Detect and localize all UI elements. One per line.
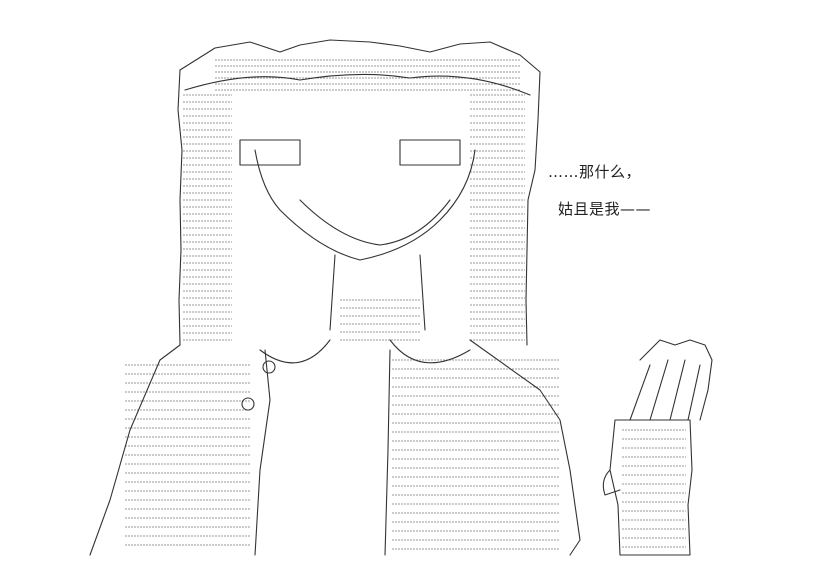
- jaw-line: [299, 199, 451, 246]
- dialogue-line-1: ……那什么，: [548, 163, 642, 181]
- left-body: [254, 349, 271, 556]
- right-body: [384, 349, 391, 556]
- face-outline: [254, 149, 476, 261]
- collar: [259, 339, 471, 364]
- right-eye-outline: [399, 139, 461, 166]
- hair-crown-outline: [179, 39, 541, 73]
- button-2: [241, 397, 255, 411]
- raised-hand-fingers: [639, 339, 713, 421]
- right-hair-edge: [525, 71, 541, 346]
- left-eye-outline: [239, 139, 301, 166]
- left-hair-edge: [177, 69, 183, 346]
- neck-outline: [329, 254, 426, 331]
- hair-fringe-outline: [184, 73, 531, 96]
- hand-thumb: [602, 469, 621, 496]
- hand-fingers-lines: [629, 359, 701, 421]
- right-arm: [469, 339, 581, 556]
- button-1: [262, 360, 276, 374]
- raised-hand-palm: [609, 419, 693, 556]
- figure-outlines: [89, 39, 713, 556]
- hatching-lines: [125, 59, 686, 550]
- left-shoulder: [89, 344, 181, 556]
- dialogue-line-2: 姑且是我——: [558, 200, 652, 218]
